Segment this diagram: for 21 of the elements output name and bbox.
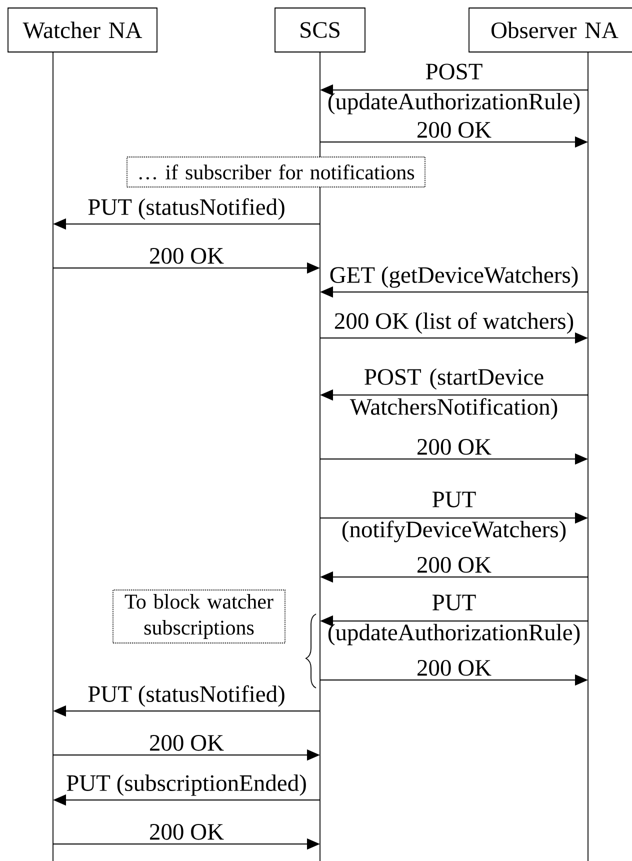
- edge-label: PUT (statusNotified): [88, 685, 284, 707]
- edge-label: 200 OK: [150, 734, 224, 751]
- edge-label: GET (getDeviceWatchers): [330, 266, 578, 288]
- edge-label: 200 OK: [418, 556, 492, 573]
- edge-label: PUT (statusNotified): [88, 198, 284, 220]
- note-box: … if subscriber for notifications: [126, 156, 426, 188]
- edge-label: 200 OK: [418, 660, 492, 676]
- edge-label: PUT (notifyDeviceWatchers): [342, 492, 566, 542]
- edge-label: 200 OK (list of watchers): [334, 312, 574, 334]
- edge-label: PUT (updateAuthorizationRule): [328, 594, 580, 646]
- participant-box: SCS: [274, 8, 366, 52]
- edge-label: 200 OK: [150, 824, 224, 840]
- edge-label: POST (startDevice WatchersNotification): [350, 368, 558, 420]
- edge-label: 200 OK: [150, 248, 224, 264]
- note-box: To block watcher subscriptions: [112, 590, 286, 644]
- edge-label: PUT (subscriptionEnded): [66, 774, 306, 796]
- edge-label: 200 OK: [418, 438, 492, 455]
- participant-box: Observer NA: [468, 8, 632, 52]
- participant-box: Watcher NA: [8, 8, 158, 52]
- edge-label: POST (updateAuthorizationRule): [328, 64, 580, 114]
- edge-label: 200 OK: [418, 122, 492, 138]
